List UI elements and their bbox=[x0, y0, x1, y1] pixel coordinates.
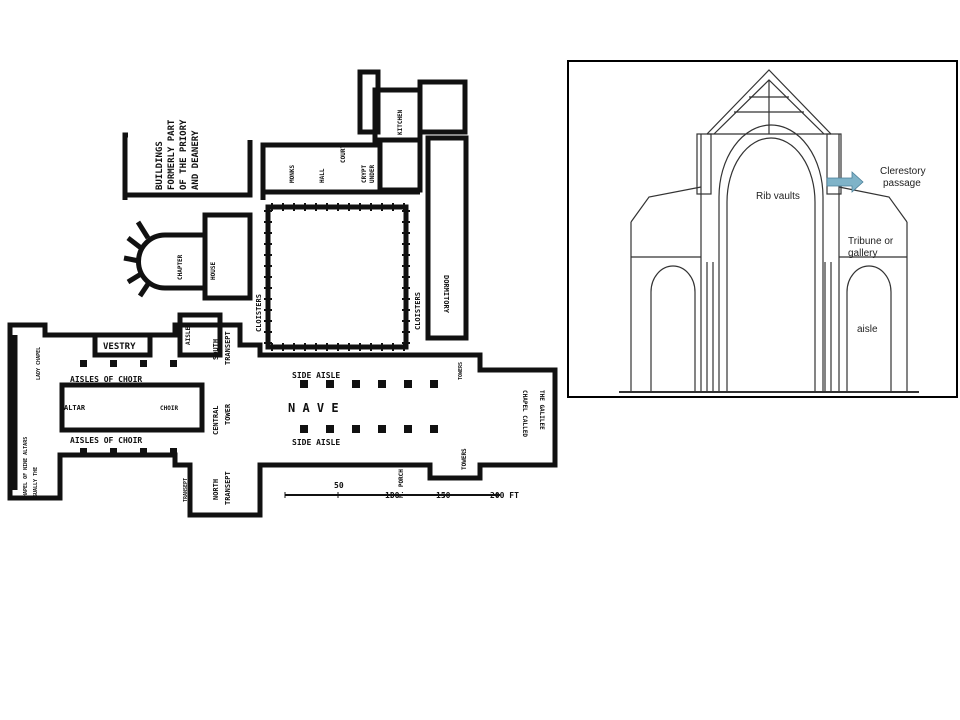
label-aisles-of-choir-top: AISLES OF CHOIR bbox=[70, 375, 142, 384]
nave-pier bbox=[430, 425, 438, 433]
scale-200: 200 FT bbox=[490, 491, 519, 500]
label-choir: CHOIR bbox=[160, 405, 178, 412]
label-tower: TOWER bbox=[224, 403, 232, 425]
label-towers-top: TOWERS bbox=[458, 362, 464, 380]
chapter-buttresses bbox=[123, 220, 151, 298]
label-under: UNDER bbox=[369, 165, 376, 183]
label-cloisters-left: CLOISTERS bbox=[255, 294, 263, 332]
choir-pier bbox=[170, 360, 177, 367]
label-cloisters-right: CLOISTERS bbox=[414, 292, 422, 330]
label-side-aisle-top: SIDE AISLE bbox=[292, 371, 340, 380]
label-tribune-or: Tribune or bbox=[848, 236, 894, 247]
nave-pier bbox=[326, 425, 334, 433]
choir-pier bbox=[80, 360, 87, 367]
nave-piers bbox=[80, 360, 438, 455]
label-and-deanery: AND DEANERY bbox=[191, 130, 201, 190]
label-dormitory: DORMITORY bbox=[442, 275, 450, 314]
nave-pier bbox=[300, 380, 308, 388]
label-house: HOUSE bbox=[210, 262, 217, 280]
label-hall: HALL bbox=[319, 168, 326, 183]
choir-pier bbox=[140, 360, 147, 367]
nave-pier bbox=[352, 425, 360, 433]
label-transept-n: TRANSEPT bbox=[224, 471, 232, 505]
cathedral-floor-plan: BUILDINGS FORMERLY PART OF THE PRIORY AN… bbox=[7, 69, 558, 518]
label-formerly: FORMERLY PART bbox=[167, 119, 177, 190]
label-passage: passage bbox=[883, 178, 921, 189]
label-aisles: AISLES bbox=[185, 323, 192, 345]
label-crypt: CRYPT bbox=[361, 165, 368, 183]
clerestory-arrow bbox=[826, 171, 864, 193]
label-chapel-of-nine-altars: CHAPEL OF NINE ALTARS bbox=[23, 437, 29, 500]
label-kitchen: KITCHEN bbox=[397, 109, 404, 135]
scale-bar: 50 100 150 200 FT bbox=[284, 481, 519, 500]
nave-pier bbox=[404, 380, 412, 388]
label-monks: MONKS bbox=[289, 165, 296, 183]
plan-walls bbox=[7, 69, 558, 518]
label-buildings: BUILDINGS bbox=[155, 141, 165, 190]
choir-pier bbox=[80, 448, 87, 455]
label-aisles-of-choir-bottom: AISLES OF CHOIR bbox=[70, 436, 142, 445]
scale-150: 150 bbox=[436, 491, 451, 500]
nave-pier bbox=[378, 380, 386, 388]
label-central: CENTRAL bbox=[212, 405, 220, 435]
label-south: SOUTH bbox=[212, 339, 220, 360]
label-transept-s: TRANSEPT bbox=[224, 331, 232, 365]
label-transept-small: TRANSEPT bbox=[183, 478, 189, 502]
nave-pier bbox=[326, 380, 334, 388]
label-vestry: VESTRY bbox=[103, 342, 136, 352]
label-side-aisle-bottom: SIDE AISLE bbox=[292, 438, 340, 447]
label-gallery: gallery bbox=[848, 248, 877, 259]
label-n-porch: N. PORCH bbox=[398, 469, 405, 498]
nave-pier bbox=[378, 425, 386, 433]
label-aisle: aisle bbox=[857, 324, 878, 335]
label-north: NORTH bbox=[212, 479, 220, 500]
label-the-galilee: THE GALILEE bbox=[538, 390, 545, 430]
label-towers-bottom: TOWERS bbox=[461, 448, 468, 470]
label-of-the-priory: OF THE PRIORY bbox=[179, 119, 189, 190]
section-labels: Rib vaults Clerestory passage Tribune or… bbox=[756, 166, 926, 335]
label-chapter: CHAPTER bbox=[177, 254, 184, 280]
label-lady-chapel: LADY CHAPEL bbox=[36, 347, 42, 380]
cloister-arcade bbox=[264, 203, 410, 351]
label-altar: ALTAR bbox=[64, 404, 86, 412]
scale-100: 100 bbox=[385, 491, 400, 500]
label-nave: N A V E bbox=[288, 401, 339, 415]
cross-section-frame: Rib vaults Clerestory passage Tribune or… bbox=[567, 60, 958, 398]
label-chapel-called: CHAPEL CALLED bbox=[521, 390, 528, 437]
label-court: COURT bbox=[340, 145, 347, 163]
nave-pier bbox=[352, 380, 360, 388]
cathedral-cross-section: Rib vaults Clerestory passage Tribune or… bbox=[619, 69, 926, 393]
choir-pier bbox=[170, 448, 177, 455]
choir-pier bbox=[110, 360, 117, 367]
nave-pier bbox=[404, 425, 412, 433]
choir-pier bbox=[140, 448, 147, 455]
plan-labels: BUILDINGS FORMERLY PART OF THE PRIORY AN… bbox=[23, 109, 545, 505]
section-lines bbox=[619, 69, 919, 393]
scale-50: 50 bbox=[334, 481, 344, 490]
nave-pier bbox=[300, 425, 308, 433]
choir-pier bbox=[110, 448, 117, 455]
label-clerestory: Clerestory bbox=[880, 166, 926, 177]
label-usually: USUALLY THE bbox=[33, 467, 39, 500]
label-rib-vaults: Rib vaults bbox=[756, 191, 800, 202]
nave-pier bbox=[430, 380, 438, 388]
